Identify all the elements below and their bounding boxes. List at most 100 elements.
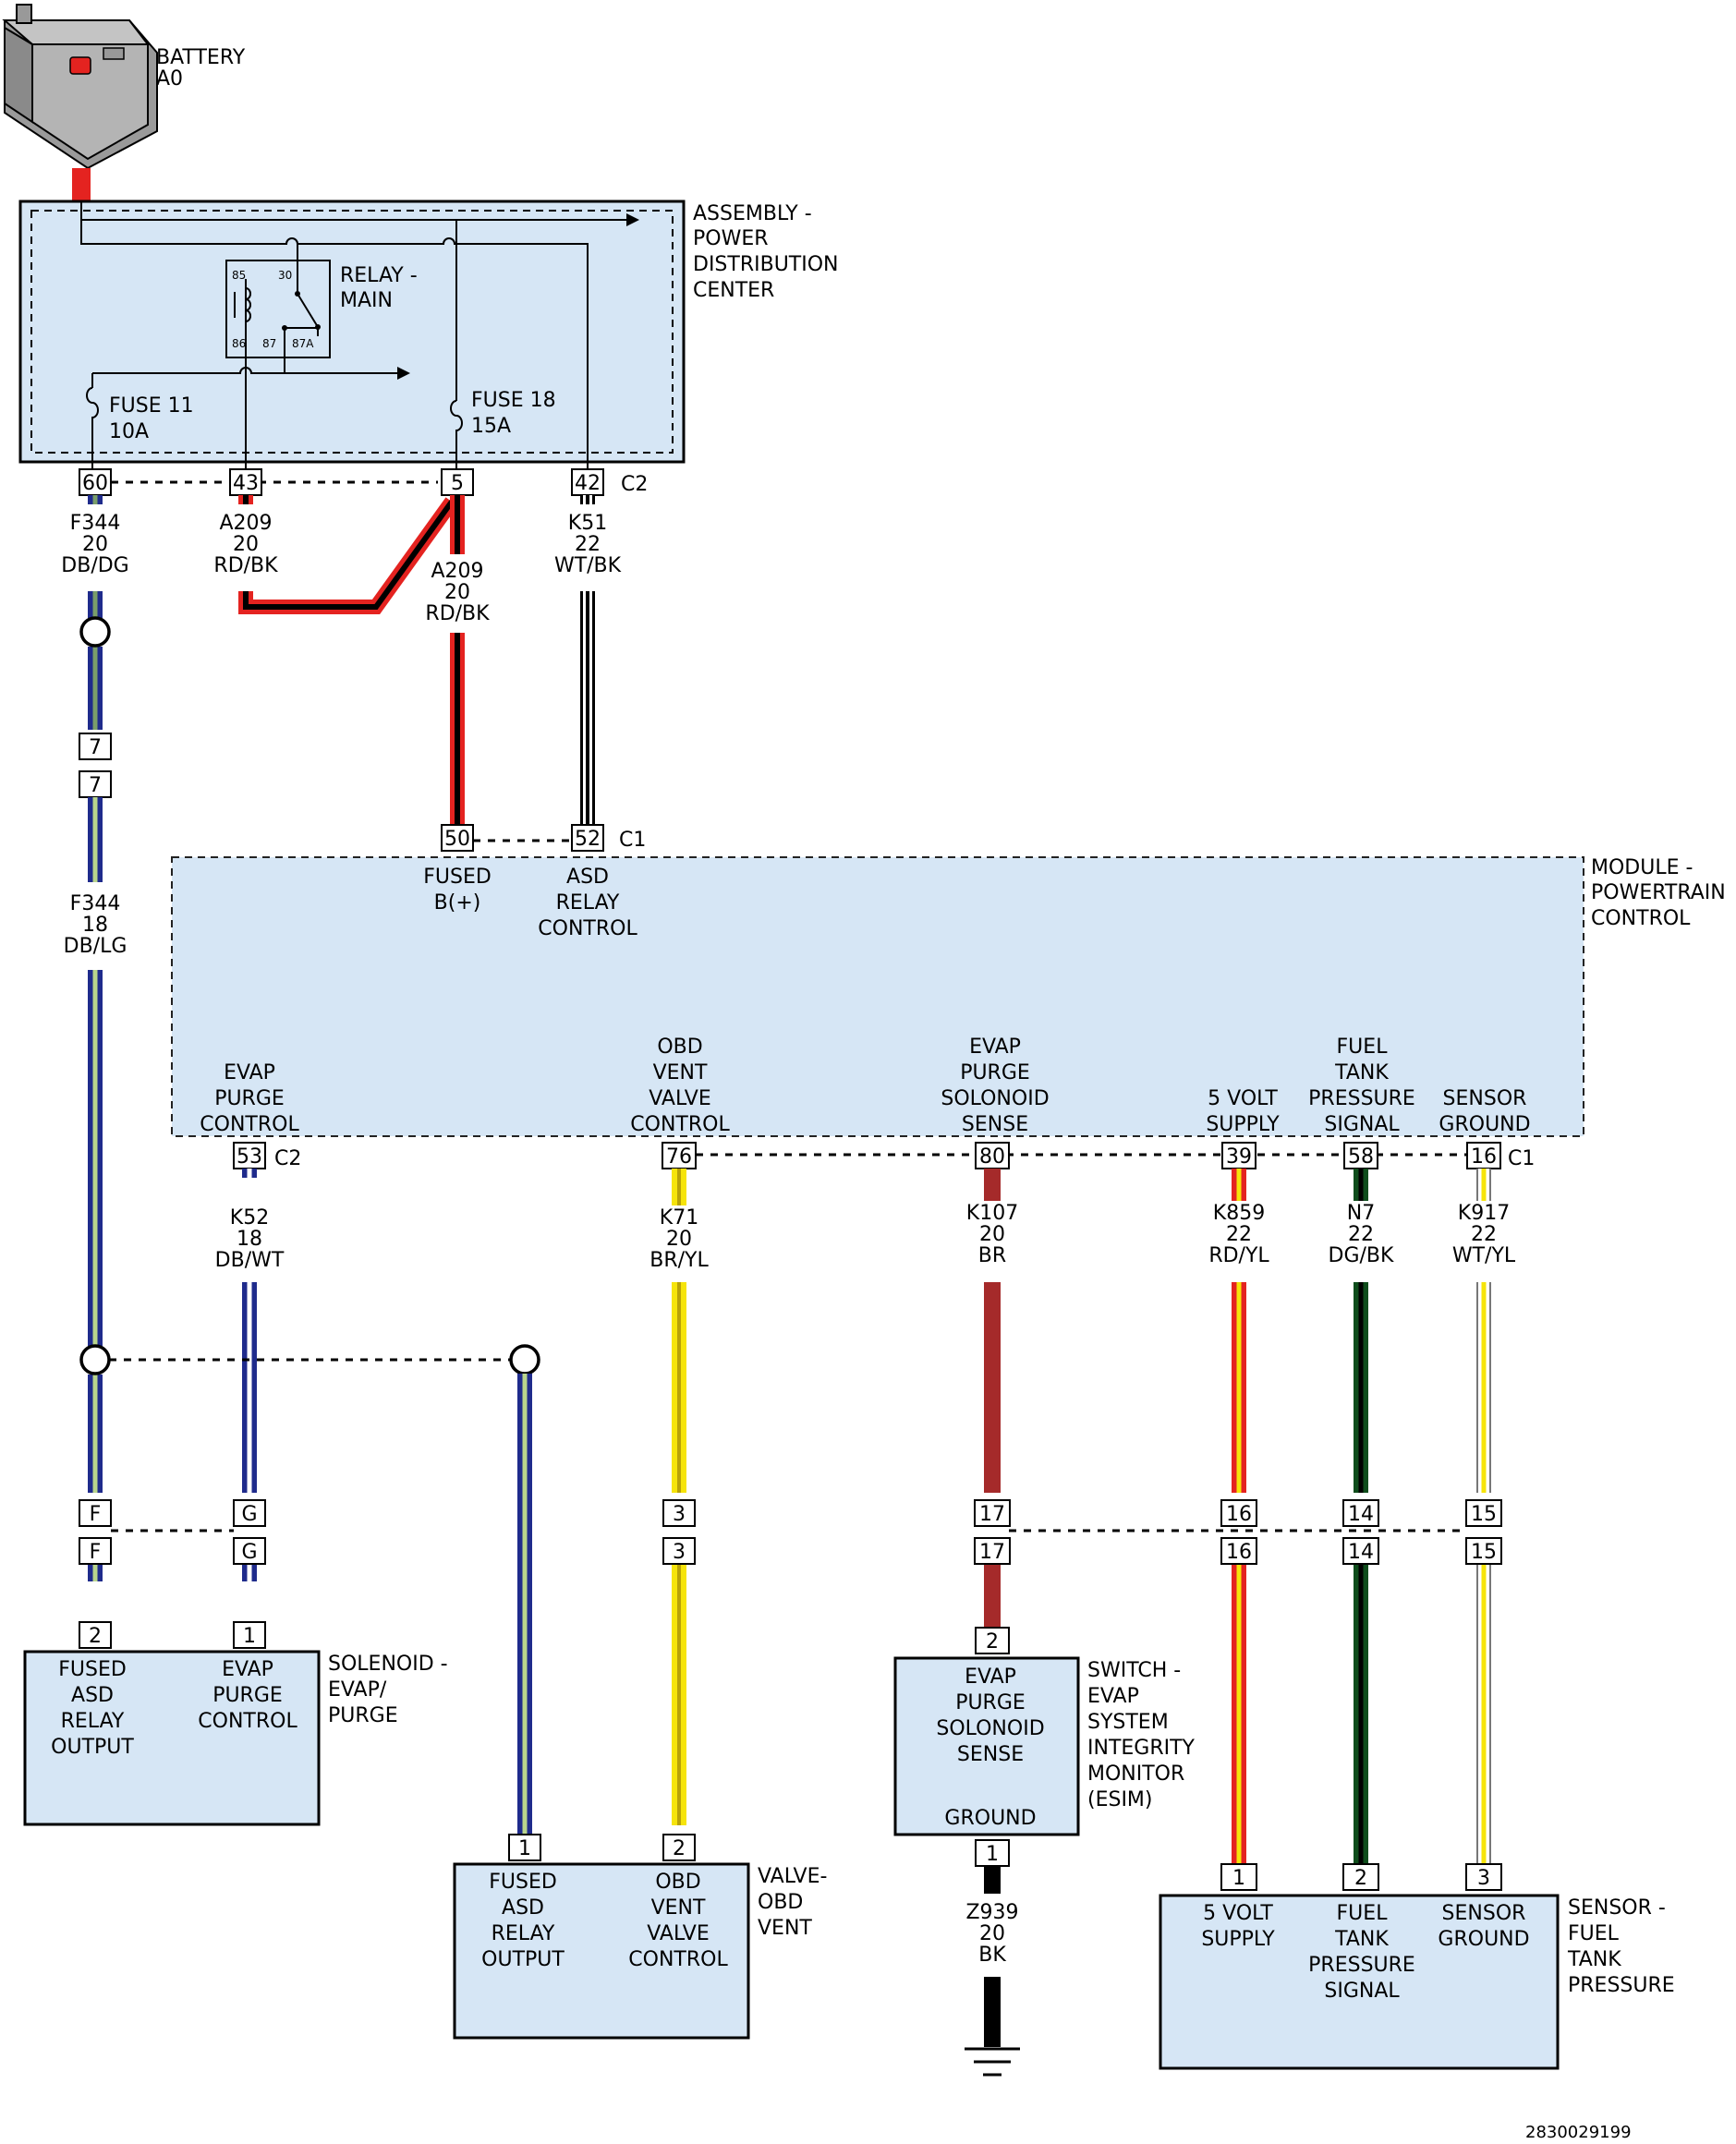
- solenoid-label-1: SOLENOID -: [328, 1653, 448, 1676]
- pcm-obd-4: CONTROL: [630, 1113, 730, 1136]
- svg-text:7: 7: [89, 774, 102, 797]
- esim-label-6: (ESIM): [1087, 1788, 1153, 1811]
- f344-top-color: DB/DG: [61, 554, 128, 577]
- svg-text:16: 16: [1226, 1541, 1252, 1564]
- f344-bottom-gauge: 18: [82, 914, 108, 937]
- svg-text:5: 5: [451, 472, 464, 495]
- pcm-top-connector-c1: C1: [619, 829, 646, 852]
- f344-bottom-id: F344: [70, 892, 121, 915]
- z939-gauge: 20: [979, 1922, 1005, 1945]
- k859-id: K859: [1213, 1202, 1265, 1225]
- esim-label-1: SWITCH -: [1087, 1659, 1181, 1682]
- pdc-label-2: POWER: [693, 227, 769, 250]
- relay-pin-87: 87: [262, 337, 276, 350]
- a209-left-id: A209: [219, 512, 272, 535]
- f344-top-gauge: 20: [82, 533, 108, 556]
- battery-icon: [2, 4, 158, 170]
- pcm-bottom-connector-c1: C1: [1508, 1147, 1535, 1170]
- svg-text:80: 80: [979, 1145, 1005, 1169]
- inline-pin-15-upper: 15: [1465, 1499, 1502, 1527]
- f344-top-id: F344: [70, 512, 121, 535]
- fuse-18-rating: 15A: [471, 415, 511, 438]
- pdc-pin-42: 42: [571, 468, 604, 496]
- pcm-fuel-3: PRESSURE: [1308, 1087, 1415, 1110]
- switch-esim: [893, 1656, 1080, 1836]
- pcm-pin-58: 58: [1343, 1142, 1378, 1169]
- svg-text:F: F: [90, 1503, 102, 1526]
- pdc-internal-wiring: [80, 201, 639, 478]
- fuse-11-label: FUSE 11: [109, 394, 194, 418]
- pcm-fused-b-1: FUSED: [423, 866, 492, 889]
- sensor-label-4: PRESSURE: [1568, 1974, 1675, 1997]
- inline-pin-14-upper: 14: [1342, 1499, 1379, 1527]
- inline-pin-f-upper: F: [79, 1499, 112, 1527]
- pcm-fuel-2: TANK: [1334, 1061, 1389, 1084]
- a209-right-color: RD/BK: [425, 602, 490, 625]
- valve-left-3: RELAY: [492, 1922, 555, 1945]
- z939-color: BK: [978, 1944, 1006, 1967]
- sensor-c2-3: PRESSURE: [1308, 1954, 1415, 1977]
- solenoid-left-2: ASD: [71, 1684, 114, 1707]
- svg-text:3: 3: [673, 1503, 686, 1526]
- esim-pin-1: 1: [975, 1839, 1010, 1867]
- pcm-5v-2: SUPPLY: [1206, 1113, 1280, 1136]
- k917-color: WT/YL: [1452, 1244, 1516, 1267]
- sensor-c1-1: 5 VOLT: [1203, 1902, 1273, 1925]
- esim-label-5: MONITOR: [1087, 1762, 1184, 1786]
- svg-text:15: 15: [1471, 1503, 1497, 1526]
- n7-gauge: 22: [1348, 1223, 1374, 1246]
- pcm-evap-sense-4: SENSE: [962, 1113, 1028, 1136]
- pcm-label-3: CONTROL: [1591, 907, 1691, 930]
- inline-pin-15-lower: 15: [1465, 1537, 1502, 1565]
- svg-text:2: 2: [89, 1625, 102, 1648]
- svg-text:1: 1: [518, 1837, 531, 1860]
- relay-pin-30: 30: [278, 269, 292, 282]
- fuse-11-rating: 10A: [109, 420, 149, 443]
- svg-text:58: 58: [1348, 1145, 1374, 1169]
- svg-text:50: 50: [444, 828, 470, 851]
- pcm-pin-50: 50: [441, 824, 474, 852]
- solenoid-pin-1: 1: [233, 1621, 266, 1649]
- inline-pin-17-lower: 17: [974, 1537, 1011, 1565]
- a209-left-gauge: 20: [233, 533, 259, 556]
- k107-gauge: 20: [979, 1223, 1005, 1246]
- svg-text:G: G: [241, 1503, 257, 1526]
- relay-pin-85: 85: [232, 269, 246, 282]
- valve-left-4: OUTPUT: [481, 1948, 565, 1971]
- k52-id: K52: [230, 1206, 269, 1229]
- esim-sense-4: SENSE: [957, 1743, 1024, 1766]
- svg-text:42: 42: [575, 472, 601, 495]
- pcm-pin-76: 76: [662, 1142, 697, 1169]
- svg-text:17: 17: [979, 1503, 1005, 1526]
- sensor-pin-3: 3: [1465, 1863, 1502, 1891]
- pcm-label-1: MODULE -: [1591, 856, 1693, 879]
- relay-label-1: RELAY -: [340, 264, 418, 287]
- valve-pin-1: 1: [508, 1834, 541, 1861]
- svg-text:1: 1: [986, 1843, 999, 1866]
- k107-id: K107: [966, 1202, 1018, 1225]
- svg-text:G: G: [241, 1541, 257, 1564]
- wire-a209-left[interactable]: [238, 495, 458, 614]
- pcm-evap-purge-1: EVAP: [224, 1061, 275, 1084]
- valve-right-1: OBD: [655, 1871, 700, 1894]
- solenoid-evap-purge: [23, 1650, 321, 1826]
- pcm-evap-sense-2: PURGE: [960, 1061, 1030, 1084]
- solenoid-right-2: PURGE: [212, 1684, 283, 1707]
- valve-label-1: VALVE-: [758, 1865, 827, 1888]
- svg-text:15: 15: [1471, 1541, 1497, 1564]
- battery-label: BATTERY: [156, 46, 246, 69]
- esim-label-4: INTEGRITY: [1087, 1737, 1196, 1760]
- solenoid-pin-2: 2: [79, 1621, 112, 1649]
- esim-label-2: EVAP: [1087, 1685, 1139, 1708]
- battery-cable: [72, 168, 91, 201]
- svg-text:7: 7: [89, 736, 102, 759]
- relay-pin-86: 86: [232, 337, 246, 350]
- pcm-asd-2: RELAY: [556, 891, 620, 915]
- k107-color: BR: [978, 1244, 1006, 1267]
- sensor-c1-2: SUPPLY: [1201, 1928, 1275, 1951]
- pcm-sg-1: SENSOR: [1443, 1087, 1527, 1110]
- pcm-evap-sense-3: SOLONOID: [941, 1087, 1049, 1110]
- svg-text:14: 14: [1348, 1541, 1374, 1564]
- pcm-5v-1: 5 VOLT: [1208, 1087, 1278, 1110]
